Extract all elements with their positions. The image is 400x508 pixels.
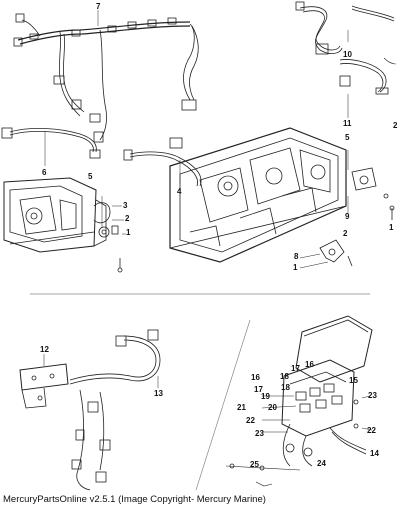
callout-16-left: 16 [251,373,260,382]
callout-2-right-bottom: 2 [343,229,348,238]
sensor-assembly-left [93,196,126,273]
callout-21: 21 [237,403,246,412]
callout-1-left: 1 [126,228,131,237]
engine-block-right [169,127,347,263]
callout-5-left: 5 [88,172,93,181]
callout-20: 20 [268,403,277,412]
callout-2-left: 2 [125,214,130,223]
callout-9: 9 [345,212,350,221]
callout-8: 8 [294,252,299,261]
callout-14: 14 [370,449,379,458]
callout-labels: 7 10 11 5 2 9 1 2 8 1 6 5 4 3 2 1 12 13 … [40,2,398,469]
image-caption: MercuryPartsOnline v2.5.1 (Image Copyrig… [3,494,266,505]
block-detail-left [3,177,107,253]
callout-17-right: 17 [291,364,300,373]
callout-18-right: 18 [280,372,289,381]
sensor-harness-4 [123,137,202,187]
harness-10 [295,1,395,55]
harness-11 [339,57,397,118]
callout-5-right: 5 [345,133,350,142]
callout-15: 15 [349,376,358,385]
wiring-harness-7 [13,10,199,143]
callout-6: 6 [42,168,47,177]
callout-23-right: 23 [368,391,377,400]
section-divider-diagonal [195,319,251,491]
callout-22-left: 22 [246,416,255,425]
fuse-box-assembly [225,315,373,487]
clip-8 [299,239,353,269]
callout-11: 11 [343,119,352,128]
sensor-assembly-right [347,150,395,220]
callout-13: 13 [154,389,163,398]
callout-2-right-top: 2 [393,121,398,130]
callout-7: 7 [96,2,101,11]
callout-19: 19 [261,392,270,401]
callout-1-right-top: 1 [389,223,394,232]
callout-17-left: 17 [254,385,263,394]
callout-16-right: 16 [305,360,314,369]
bracket-12 [19,354,69,409]
callout-25: 25 [250,460,259,469]
callout-4: 4 [177,187,182,196]
harness-13 [69,329,161,491]
callout-1-right-bottom: 1 [293,263,298,272]
callout-10: 10 [343,50,352,59]
callout-22-right: 22 [367,426,376,435]
callout-3: 3 [123,201,128,210]
callout-23-left: 23 [255,429,264,438]
callout-24: 24 [317,459,326,468]
sensor-harness-6 [1,127,101,166]
callout-12: 12 [40,345,49,354]
callout-18-left: 18 [281,383,290,392]
